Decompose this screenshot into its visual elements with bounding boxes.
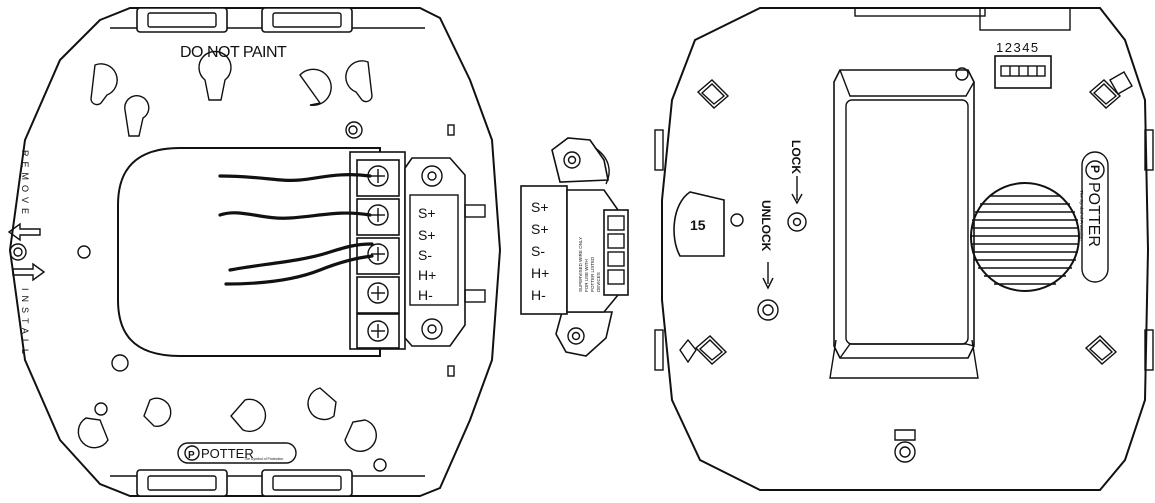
install-text: INSTALL [20,288,30,359]
remove-text: REMOVE [20,150,30,219]
terminal-label: S- [418,247,432,263]
terminal-block: S+ S+ S- H+ H- [349,151,486,350]
remove-install-indicator: REMOVE INSTALL [7,150,46,359]
mark-tab: 15 [673,191,725,257]
terminal-label: H+ [418,267,436,283]
logo-letter: P [188,450,195,461]
logo-letter: P [1088,165,1102,173]
dip-switch-numbers: 12345 [996,40,1040,55]
top-tab-right [261,7,353,33]
connector-rating: SUPERVISED WIRE ONLY FOR USE WITH POTTER… [578,237,601,292]
unlock-arrow-icon [762,262,774,290]
bottom-screw [894,429,916,463]
lock-text: LOCK [789,140,803,174]
bottom-tab-right [261,469,353,497]
rating-line: POTTER LISTED [590,256,595,292]
corner-clips [679,71,1133,365]
device-brand-tagline: The Symbol of Protection [1079,190,1084,241]
device-back: 12345 15 [654,7,1154,491]
wires [218,173,374,286]
device-brand-badge: P POTTER The Symbol of Protection [1079,151,1109,283]
connector-plug: S+ S+ S- H+ H- SUPERVISED WIRE ONLY FOR … [520,137,629,357]
device-brand-text: POTTER [1085,182,1102,247]
connector-label: H- [531,287,546,303]
connector-label: S+ [531,199,549,215]
mark-number: 15 [690,217,706,233]
lock-indicator: LOCK UNLOCK [757,140,807,321]
base-brand-badge: P POTTER The Symbol of Protection [177,442,297,464]
connector-label: S- [531,243,545,259]
base-plate: DO NOT PAINT REMOVE INSTALL [7,7,502,497]
connector-labels: S+ S+ S- H+ H- [531,199,549,303]
unlock-text: UNLOCK [759,200,773,252]
battery-module [829,67,979,379]
speaker-grille [970,182,1080,292]
rating-line: FOR USE WITH [584,259,589,292]
remove-arrow-icon [7,222,41,242]
dip-switch: 12345 [994,40,1052,89]
install-arrow-icon [12,262,46,282]
wire-opening [117,147,381,357]
top-tab-left [136,7,228,33]
rating-line: DEVICES [596,272,601,292]
base-brand-text: POTTER [201,446,254,461]
lock-arrow-icon [791,176,803,205]
bottom-tab-left [136,469,228,497]
terminal-label: H- [418,287,433,303]
keyhole-slots [77,50,377,452]
rating-line: SUPERVISED WIRE ONLY [578,237,583,292]
terminal-label: S+ [418,227,436,243]
terminal-labels: S+ S+ S- H+ H- [418,205,436,303]
connector-label: S+ [531,221,549,237]
device-outline [661,7,1150,491]
connector-label: H+ [531,265,549,281]
do-not-paint-text: DO NOT PAINT [180,44,287,61]
terminal-label: S+ [418,205,436,221]
base-brand-tagline: The Symbol of Protection [244,457,283,461]
